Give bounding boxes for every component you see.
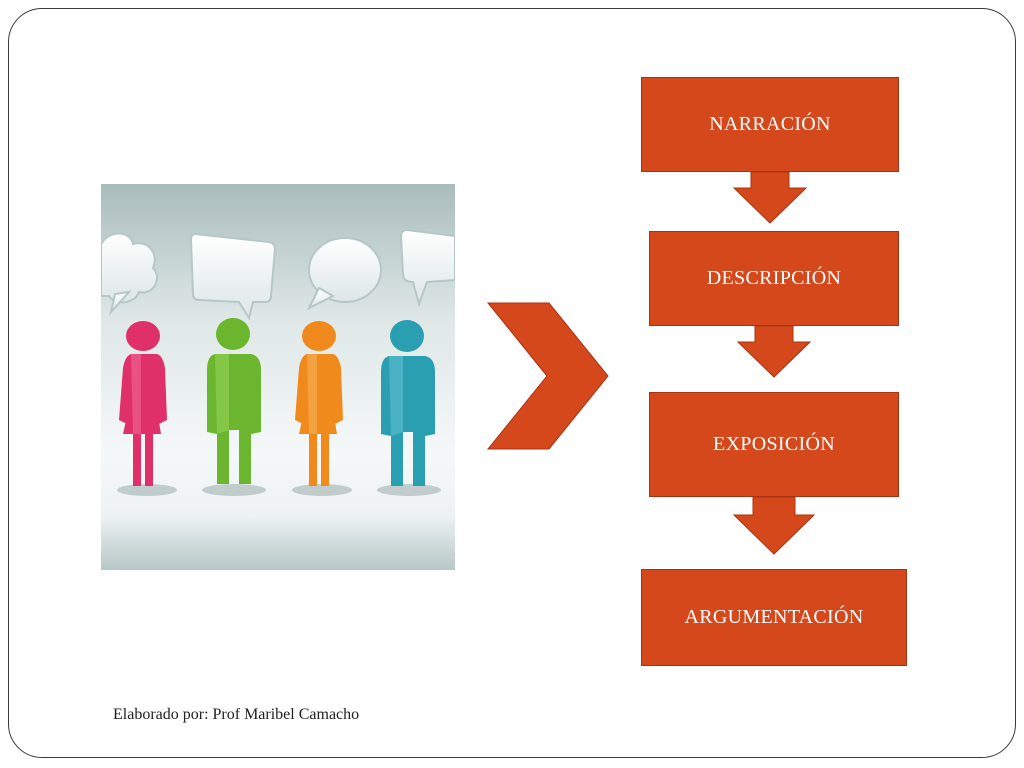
step-label: ARGUMENTACIÓN: [684, 606, 864, 628]
person-pink: [119, 321, 167, 486]
people-speech-bubbles-icon: [101, 184, 455, 570]
step-label: DESCRIPCIÓN: [706, 267, 842, 289]
speech-bubbles: [101, 228, 455, 321]
step-box-narracion: NARRACIÓN: [641, 77, 899, 172]
step-label: NARRACIÓN: [709, 113, 831, 135]
arrow-down-icon: [733, 172, 807, 224]
person-orange: [295, 321, 343, 486]
arrow-down-icon: [737, 326, 811, 378]
step-box-argumentacion: ARGUMENTACIÓN: [641, 569, 907, 666]
step-box-descripcion: DESCRIPCIÓN: [649, 231, 899, 326]
person-teal: [381, 320, 435, 486]
step-label: EXPOSICIÓN: [713, 433, 835, 455]
chevron-right-icon: [486, 302, 609, 450]
step-box-exposicion: EXPOSICIÓN: [649, 392, 899, 497]
person-green: [207, 318, 261, 484]
arrow-down-icon: [733, 497, 815, 555]
author-credit: Elaborado por: Prof Maribel Camacho: [113, 706, 360, 723]
